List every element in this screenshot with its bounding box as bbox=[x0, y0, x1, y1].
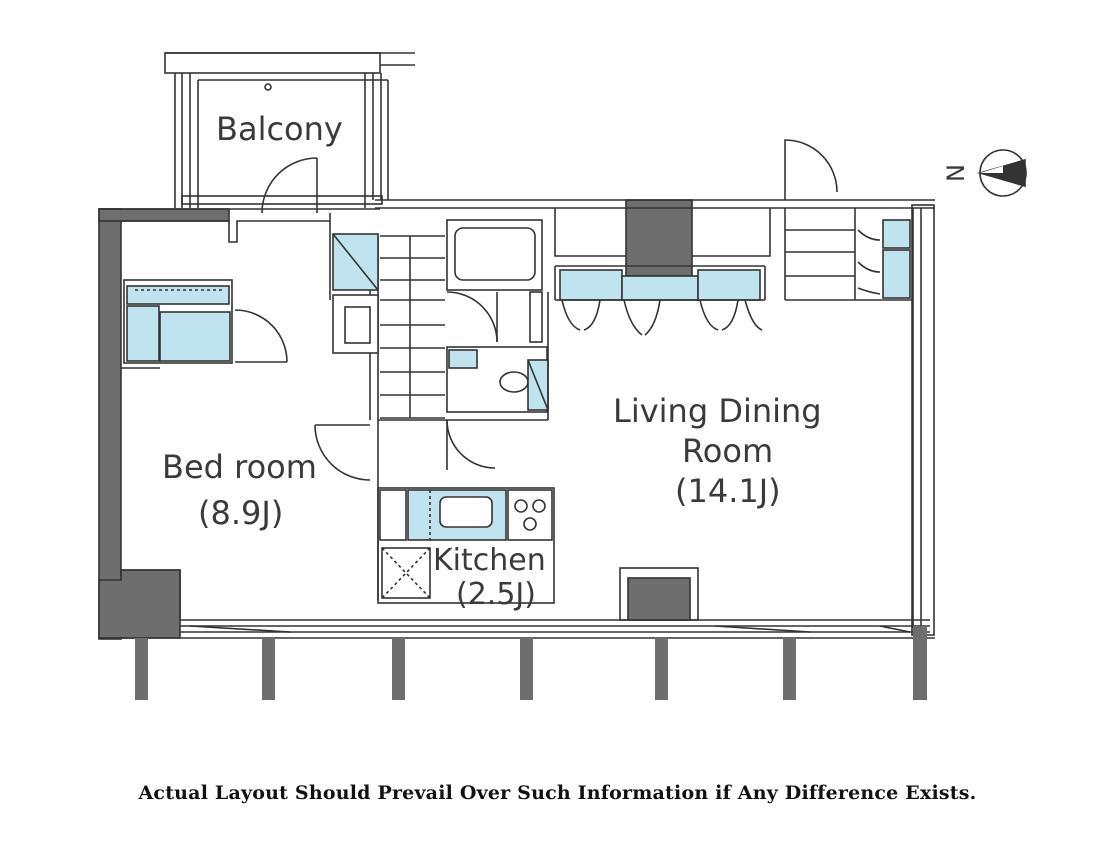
kitchen-size: (2.5J) bbox=[456, 577, 536, 612]
entrance bbox=[784, 139, 912, 301]
utility-block bbox=[332, 219, 549, 470]
window-frames bbox=[189, 625, 911, 633]
bedroom-closet bbox=[123, 279, 233, 364]
kitchen-counter bbox=[377, 487, 555, 604]
balcony-label: Balcony bbox=[216, 110, 343, 148]
disclaimer-note: Actual Layout Should Prevail Over Such I… bbox=[138, 782, 977, 804]
bedroom-size: (8.9J) bbox=[198, 494, 283, 532]
living-top-storage bbox=[554, 208, 771, 336]
living-label-line1: Living Dining bbox=[613, 392, 822, 430]
compass-label: N bbox=[942, 164, 970, 182]
bedroom-label: Bed room bbox=[162, 448, 317, 486]
north-arrow bbox=[977, 149, 1027, 197]
floor-plan: N Balcony Bed room (8.9J) Living Dining … bbox=[98, 52, 1027, 700]
kitchen-label: Kitchen bbox=[433, 543, 546, 578]
living-label-line2: Room bbox=[682, 432, 773, 470]
balcony-area bbox=[164, 52, 415, 214]
columns bbox=[135, 626, 927, 700]
living-size: (14.1J) bbox=[675, 472, 781, 510]
